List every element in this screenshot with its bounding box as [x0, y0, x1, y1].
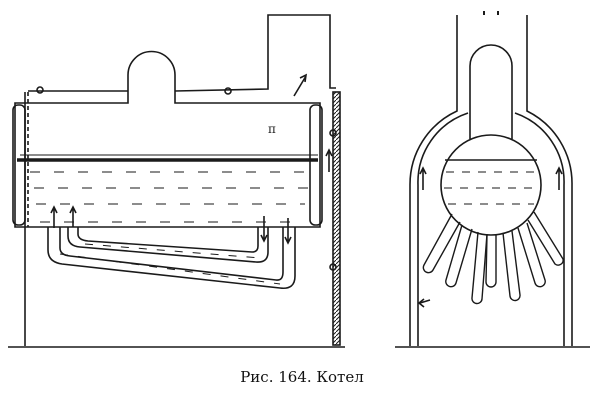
front-view [395, 11, 590, 348]
furnace-top-wall [28, 14, 336, 92]
hatched-right-wall [332, 91, 341, 346]
chimney-and-casing [409, 15, 573, 346]
figure-caption: Рис. 164. Котел [240, 368, 364, 386]
drum-outline [14, 50, 321, 228]
drum-circle [469, 44, 513, 139]
inner-flue [417, 112, 565, 346]
drum-right-cap [309, 104, 323, 226]
radial-tubes [422, 211, 564, 305]
drum-left-cap [12, 104, 26, 226]
inner-tube [67, 227, 269, 263]
side-view [8, 14, 345, 348]
steam-space-label: п [268, 122, 276, 136]
outer-tube [47, 227, 296, 290]
